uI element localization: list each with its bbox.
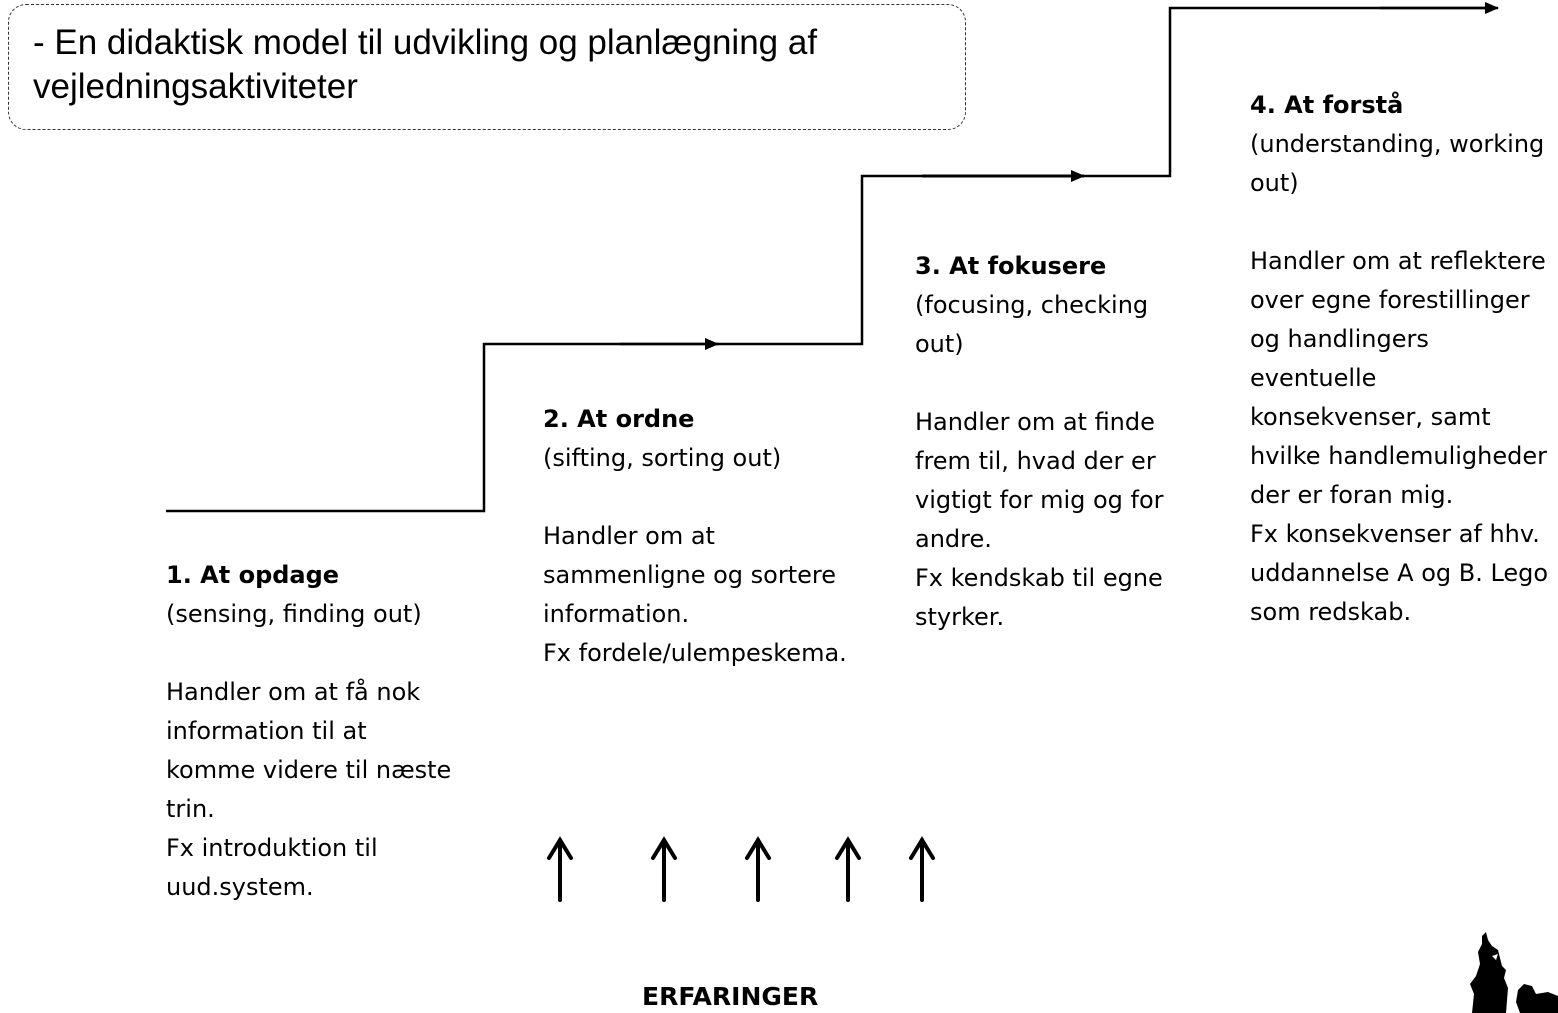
step-4-example: Fx konsekvenser af hhv. uddannelse A og … bbox=[1250, 520, 1549, 626]
step-1-body: Handler om at få nok information til at … bbox=[166, 678, 452, 823]
step-4-heading: 4. At forstå bbox=[1250, 91, 1404, 119]
up-arrow-icon bbox=[547, 836, 573, 902]
step-4-body: Handler om at reflektere over egne fores… bbox=[1250, 247, 1547, 509]
title-line-2: vejledningsaktiviteter bbox=[33, 67, 358, 106]
step-3-body: Handler om at finde frem til, hvad der e… bbox=[915, 408, 1164, 553]
step-3-example: Fx kendskab til egne styrker. bbox=[915, 564, 1163, 631]
up-arrow-icon bbox=[835, 836, 861, 902]
experiences-label: ERFARINGER bbox=[642, 982, 819, 1011]
title-line-1: - En didaktisk model til udvikling og pl… bbox=[33, 23, 818, 62]
step-1-subtitle: (sensing, finding out) bbox=[166, 600, 422, 628]
up-arrow-icon bbox=[909, 836, 935, 902]
up-arrow-icon bbox=[745, 836, 771, 902]
step-3-heading: 3. At fokusere bbox=[915, 252, 1107, 280]
up-arrow-icon bbox=[651, 836, 677, 902]
title-box: - En didaktisk model til udvikling og pl… bbox=[8, 4, 966, 130]
step-3-text: 3. At fokusere (focusing, checking out) … bbox=[915, 247, 1195, 637]
step-4-text: 4. At forstå (understanding, working out… bbox=[1250, 86, 1550, 632]
step-1-text: 1. At opdage (sensing, finding out) Hand… bbox=[166, 556, 456, 907]
step-2-heading: 2. At ordne bbox=[543, 405, 695, 433]
step-2-text: 2. At ordne (sifting, sorting out) Handl… bbox=[543, 400, 853, 673]
figure-logo-icon bbox=[1470, 932, 1558, 1013]
step-1-example: Fx introduktion til uud.system. bbox=[166, 834, 378, 901]
step-2-example: Fx fordele/ulempeskema. bbox=[543, 639, 847, 667]
step-2-body: Handler om at sammenligne og sortere inf… bbox=[543, 522, 837, 628]
step-2-subtitle: (sifting, sorting out) bbox=[543, 444, 782, 472]
step-1-heading: 1. At opdage bbox=[166, 561, 340, 589]
step-3-subtitle: (focusing, checking out) bbox=[915, 291, 1149, 358]
experience-arrows bbox=[547, 836, 935, 902]
staircase-line bbox=[166, 6, 1490, 513]
step-4-subtitle: (understanding, working out) bbox=[1250, 130, 1545, 197]
